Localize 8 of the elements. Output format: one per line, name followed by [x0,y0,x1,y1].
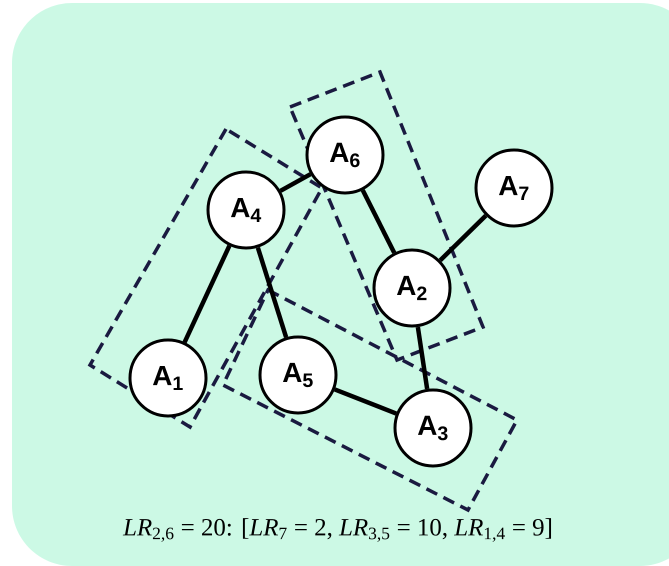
connector-line [360,189,396,254]
connector-line [279,172,312,193]
connector-line [438,214,488,262]
connector-line [256,246,288,338]
connector-line [334,387,398,416]
connector-line [416,326,430,390]
formula-caption: LR$_{2,6}$ = 20: [LR$_{7}$ = 2, LR$_{3,5}$ = 10, LR$_{1,4}$ = 9] [122,518,552,542]
connector-line [182,244,232,344]
